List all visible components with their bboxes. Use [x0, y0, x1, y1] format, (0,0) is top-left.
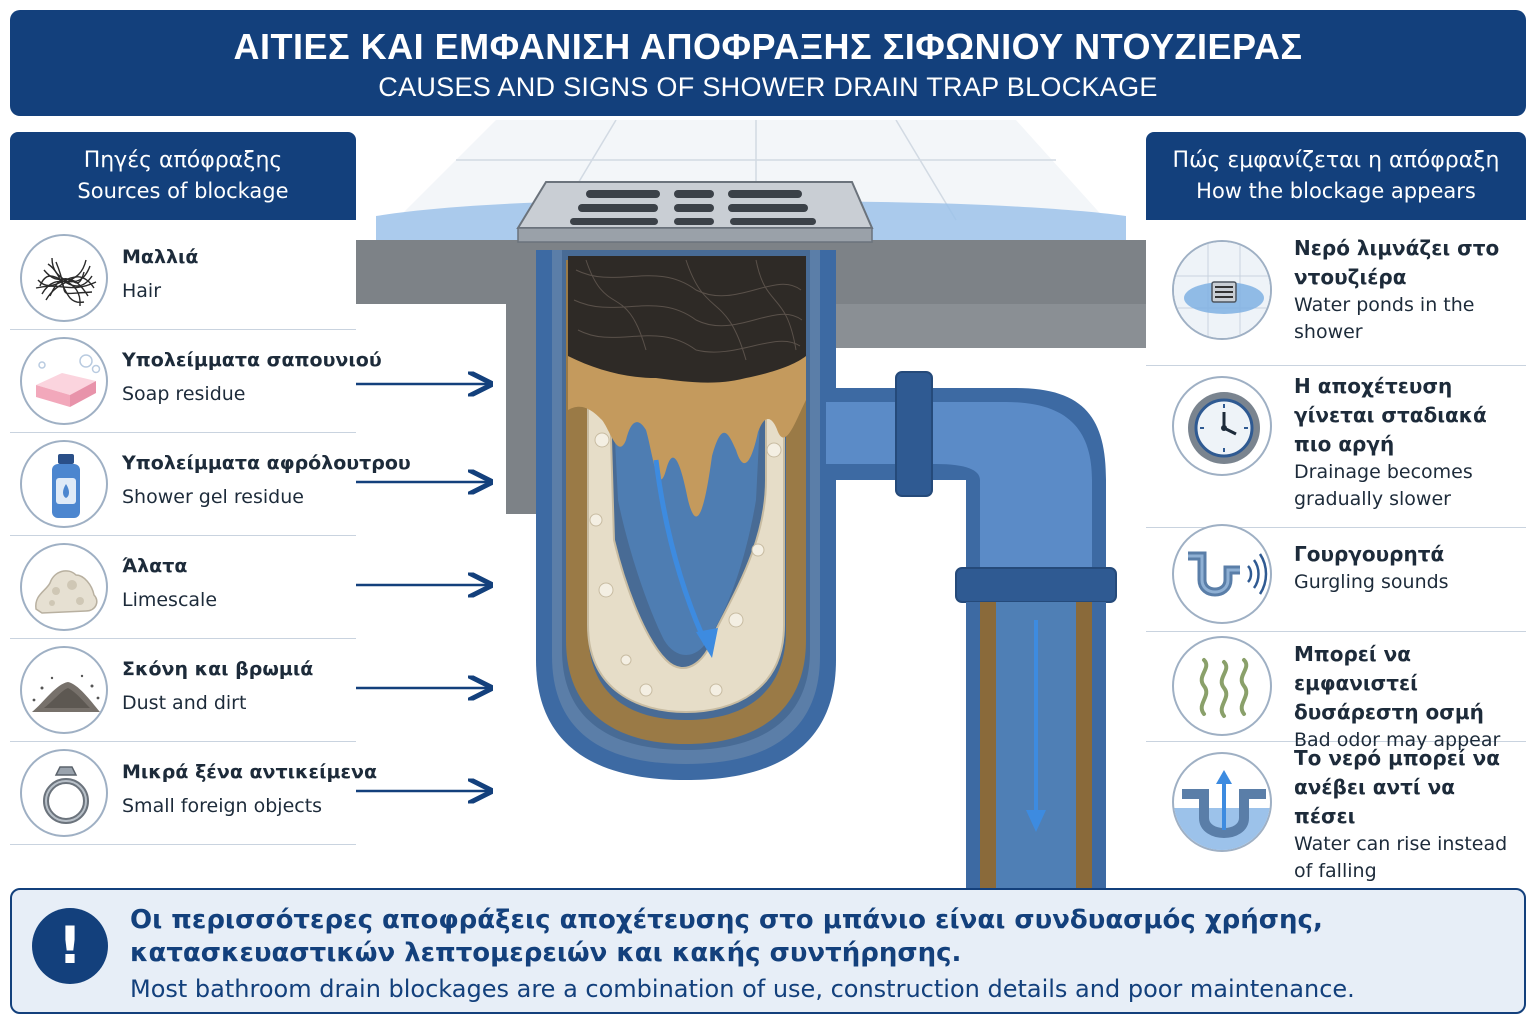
appearance-label-greek: Νερό λιμνάζει στο ντουζιέρα	[1294, 236, 1500, 289]
appearance-heading: Πώς εμφανίζεται η απόφραξη How the block…	[1146, 132, 1526, 220]
appearance-item-ponding: Νερό λιμνάζει στο ντουζιέρα Water ponds …	[1146, 228, 1526, 366]
flow-arrow-trap	[653, 459, 709, 646]
source-label-greek: Σκόνη και βρωμιά	[122, 658, 314, 680]
appearance-item-odor: Μπορεί να εμφανιστεί δυσάρεστη οσμή Bad …	[1146, 632, 1526, 751]
sources-heading-english: Sources of blockage	[77, 179, 289, 203]
drain-trap-diagram	[356, 120, 1146, 888]
appearance-item-slow-drain: Η αποχέτευση γίνεται σταδιακά πιο αργή D…	[1146, 366, 1526, 528]
source-item-dust: Σκόνη και βρωμιά Dust and dirt	[10, 640, 356, 742]
sources-panel: Πηγές απόφραξης Sources of blockage Μαλλ…	[10, 132, 411, 882]
sources-heading: Πηγές απόφραξης Sources of blockage	[10, 132, 356, 220]
limescale-icon	[20, 543, 108, 631]
odor-icon	[1172, 636, 1272, 736]
slow-drain-clock-icon	[1172, 376, 1272, 476]
drain-grate	[516, 181, 874, 243]
appearance-panel: Πώς εμφανίζεται η απόφραξη How the block…	[1146, 132, 1526, 882]
title-banner: ΑΙΤΙΕΣ ΚΑΙ ΕΜΦΑΝΙΣΗ ΑΠΟΦΡΑΞΗΣ ΣΙΦΩΝΙΟΥ Ν…	[10, 10, 1526, 116]
gurgling-trap-icon	[1172, 524, 1272, 624]
outlet-pipe	[826, 371, 1117, 888]
source-label-english: Soap residue	[122, 383, 246, 405]
source-label-english: Shower gel residue	[122, 486, 304, 508]
source-label-english: Hair	[122, 280, 162, 302]
source-label-greek: Μικρά ξένα αντικείμενα	[122, 761, 378, 783]
title-english: CAUSES AND SIGNS OF SHOWER DRAIN TRAP BL…	[378, 72, 1158, 102]
ponding-drain-icon	[1172, 240, 1272, 340]
source-label-greek: Άλατα	[122, 555, 188, 577]
source-item-soap: Υπολείμματα σαπουνιού Soap residue	[10, 331, 382, 433]
sources-heading-greek: Πηγές απόφραξης	[83, 148, 283, 173]
soap-icon	[20, 337, 108, 425]
appearance-label-greek: Η αποχέτευση γίνεται σταδιακά πιο αργή	[1294, 374, 1487, 456]
hair-clog	[568, 256, 806, 386]
appearance-label-greek: Γουργουρητά	[1294, 542, 1445, 566]
exclamation-icon: !	[32, 908, 108, 984]
source-label-english: Limescale	[122, 589, 218, 611]
shower-gel-bottle-icon	[20, 440, 108, 528]
footer-note: ! Οι περισσότερες αποφράξεις αποχέτευσης…	[10, 888, 1526, 1014]
appearance-label-greek: Το νερό μπορεί να ανέβει αντί να πέσει	[1294, 746, 1500, 828]
footer-note-greek: Οι περισσότερες αποφράξεις αποχέτευσης σ…	[130, 905, 1323, 968]
trapped-water	[614, 405, 760, 655]
appearance-label-greek: Μπορεί να εμφανιστεί δυσάρεστη οσμή	[1294, 642, 1484, 724]
rising-water-icon	[1172, 752, 1272, 852]
sludge-coating	[566, 260, 806, 744]
source-item-shower-gel: Υπολείμματα αφρόλουτρου Shower gel resid…	[10, 434, 411, 536]
appearance-label-english: Water can rise instead of falling	[1294, 833, 1508, 882]
soap-drips	[568, 356, 806, 517]
ring-icon	[20, 749, 108, 837]
hair-icon	[20, 234, 108, 322]
dust-pile-icon	[20, 646, 108, 734]
source-label-english: Dust and dirt	[122, 692, 247, 714]
source-label-greek: Υπολείμματα αφρόλουτρου	[122, 452, 411, 474]
appearance-label-english: Gurgling sounds	[1294, 571, 1449, 593]
appearance-heading-greek: Πώς εμφανίζεται η απόφραξη	[1172, 148, 1500, 173]
source-label-english: Small foreign objects	[122, 795, 323, 817]
appearance-label-english: Bad odor may appear	[1294, 729, 1501, 751]
appearance-heading-english: How the blockage appears	[1196, 179, 1476, 203]
source-item-hair: Μαλλιά Hair	[10, 228, 356, 330]
appearance-item-rising-water: Το νερό μπορεί να ανέβει αντί να πέσει W…	[1146, 742, 1526, 882]
source-label-greek: Υπολείμματα σαπουνιού	[122, 349, 382, 371]
appearance-label-english: Water ponds in the shower	[1294, 294, 1475, 343]
appearance-item-gurgling: Γουργουρητά Gurgling sounds	[1146, 524, 1526, 632]
title-greek: ΑΙΤΙΕΣ ΚΑΙ ΕΜΦΑΝΙΣΗ ΑΠΟΦΡΑΞΗΣ ΣΙΦΩΝΙΟΥ Ν…	[233, 26, 1303, 67]
source-item-limescale: Άλατα Limescale	[10, 537, 356, 639]
footer-note-english: Most bathroom drain blockages are a comb…	[130, 975, 1355, 1003]
source-label-greek: Μαλλιά	[122, 246, 199, 268]
limescale-layer	[587, 269, 785, 714]
source-item-foreign-objects: Μικρά ξένα αντικείμενα Small foreign obj…	[10, 743, 377, 845]
appearance-label-english: Drainage becomes gradually slower	[1294, 461, 1473, 510]
